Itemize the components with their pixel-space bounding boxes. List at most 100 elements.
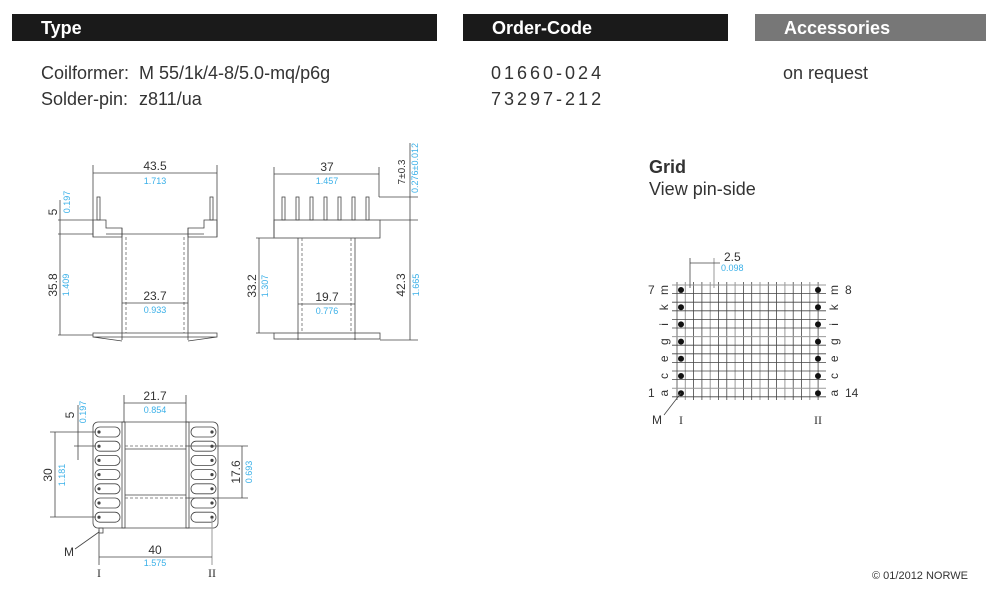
header-type: Type: [12, 14, 437, 41]
grid-pitch-mm: 2.5: [724, 250, 741, 264]
pin-dot: [815, 355, 821, 362]
grid-row-label-right: g: [827, 338, 841, 345]
grid-pin-8: 8: [845, 283, 852, 297]
grid-row-label-left: k: [657, 303, 671, 310]
side-view-drawing: 37 1.457 19.7 0.776 33.2 1.307 42.3 1.66…: [245, 143, 421, 341]
side-inner-mm: 19.7: [315, 290, 339, 304]
pin-dot: [815, 390, 821, 397]
pin-pad: [190, 469, 217, 481]
grid-pin-7: 7: [648, 283, 655, 297]
pin-pad: [190, 511, 217, 523]
order-code-solder-pin: 73297-212: [491, 89, 605, 109]
bottom-pitch-mm: 5: [63, 411, 77, 418]
bottom-view-drawing: 21.7 0.854 30 1.181 5 0.197 17.6 0.693 M…: [41, 389, 254, 580]
pin-dot: [678, 338, 684, 345]
order-code-coilformer: 01660-024: [491, 63, 605, 83]
pin-dot: [678, 355, 684, 362]
grid-title: Grid: [649, 157, 687, 177]
pin-pad: [190, 483, 217, 495]
bottom-marker-m: M: [64, 545, 74, 559]
bottom-side-i: I: [97, 566, 101, 580]
front-width-in: 1.713: [144, 176, 167, 186]
pin-dot: [210, 487, 214, 491]
grid-row-label-right: m: [827, 285, 841, 295]
grid-row-label-right: a: [827, 390, 841, 397]
pin-dot: [815, 373, 821, 379]
side-total-in: 1.665: [411, 274, 421, 297]
grid-row-label-left: i: [657, 323, 671, 326]
front-pin-mm: 5: [46, 208, 60, 215]
side-width-mm: 37: [320, 160, 334, 174]
grid-row-label-right: e: [827, 355, 841, 362]
grid-row-label-left: g: [657, 338, 671, 345]
bottom-pitch-in: 0.197: [78, 401, 88, 424]
pin-dot: [815, 304, 821, 311]
pin-pad: [190, 426, 217, 438]
bottom-window-in: 0.693: [244, 461, 254, 484]
pin-dot: [815, 321, 821, 328]
front-height-mm: 35.8: [46, 273, 60, 297]
grid-pin-14: 14: [845, 386, 859, 400]
front-inner-in: 0.933: [144, 305, 167, 315]
side-pin-in: 0.276±0.012: [410, 143, 420, 193]
grid-row-label-right: k: [827, 303, 841, 310]
bottom-rows-mm: 30: [41, 468, 55, 482]
front-height-in: 1.409: [61, 274, 71, 297]
pin-dot: [97, 487, 101, 491]
accessories-value: on request: [783, 63, 869, 83]
coilformer-label: Coilformer:: [41, 63, 130, 83]
side-total-mm: 42.3: [394, 273, 408, 297]
grid-side-i: I: [679, 413, 683, 427]
grid-side-ii: II: [814, 413, 822, 427]
grid-row-label-right: c: [827, 373, 841, 379]
pin-dot: [678, 321, 684, 328]
solder-pin-label: Solder-pin:: [41, 89, 129, 109]
pin-pad: [190, 454, 217, 466]
grid-row-label-left: a: [657, 390, 671, 397]
pin-dot: [210, 458, 214, 462]
copyright: © 01/2012 NORWE: [872, 570, 968, 582]
front-inner-mm: 23.7: [143, 289, 167, 303]
front-width-mm: 43.5: [143, 159, 167, 173]
bottom-rows-in: 1.181: [57, 464, 67, 487]
pin-dot: [815, 287, 821, 293]
pin-dot: [97, 444, 101, 448]
grid-pitch-in: 0.098: [721, 263, 744, 273]
front-view-drawing: 43.5 1.713 23.7 0.933 5 0.197 35.8 1.409: [46, 159, 218, 342]
pin-dot: [97, 473, 101, 477]
side-width-in: 1.457: [316, 176, 339, 186]
bottom-center-mm: 21.7: [143, 389, 167, 403]
grid-subtitle: View pin-side: [649, 179, 756, 199]
pin-dot: [678, 373, 684, 379]
pin-pad: [94, 469, 121, 481]
bottom-span-mm: 40: [148, 543, 162, 557]
grid-row-label-left: e: [657, 355, 671, 362]
side-height-in: 1.307: [260, 275, 270, 298]
pin-pad: [94, 497, 121, 509]
bottom-window-mm: 17.6: [229, 460, 243, 484]
header-order-code: Order-Code: [463, 14, 728, 41]
grid-marker-m: M: [652, 413, 662, 427]
grid-pin-1: 1: [648, 386, 655, 400]
pin-dot: [210, 430, 214, 434]
pin-dot: [815, 338, 821, 345]
pin-dot: [97, 458, 101, 462]
front-pin-in: 0.197: [62, 191, 72, 214]
pin-dot: [210, 473, 214, 477]
bottom-center-in: 0.854: [144, 405, 167, 415]
header-accessories: Accessories: [755, 14, 986, 41]
pin-dot: [210, 515, 214, 519]
pin-dot: [97, 515, 101, 519]
pin-dot: [97, 430, 101, 434]
pin-pad: [94, 483, 121, 495]
solder-pin-value: z811/ua: [139, 89, 202, 109]
side-height-mm: 33.2: [245, 274, 259, 298]
pin-pad: [94, 454, 121, 466]
pin-dot: [210, 501, 214, 505]
pin-dot: [678, 304, 684, 311]
side-pin-mm: 7±0.3: [397, 159, 408, 184]
side-inner-in: 0.776: [316, 306, 339, 316]
